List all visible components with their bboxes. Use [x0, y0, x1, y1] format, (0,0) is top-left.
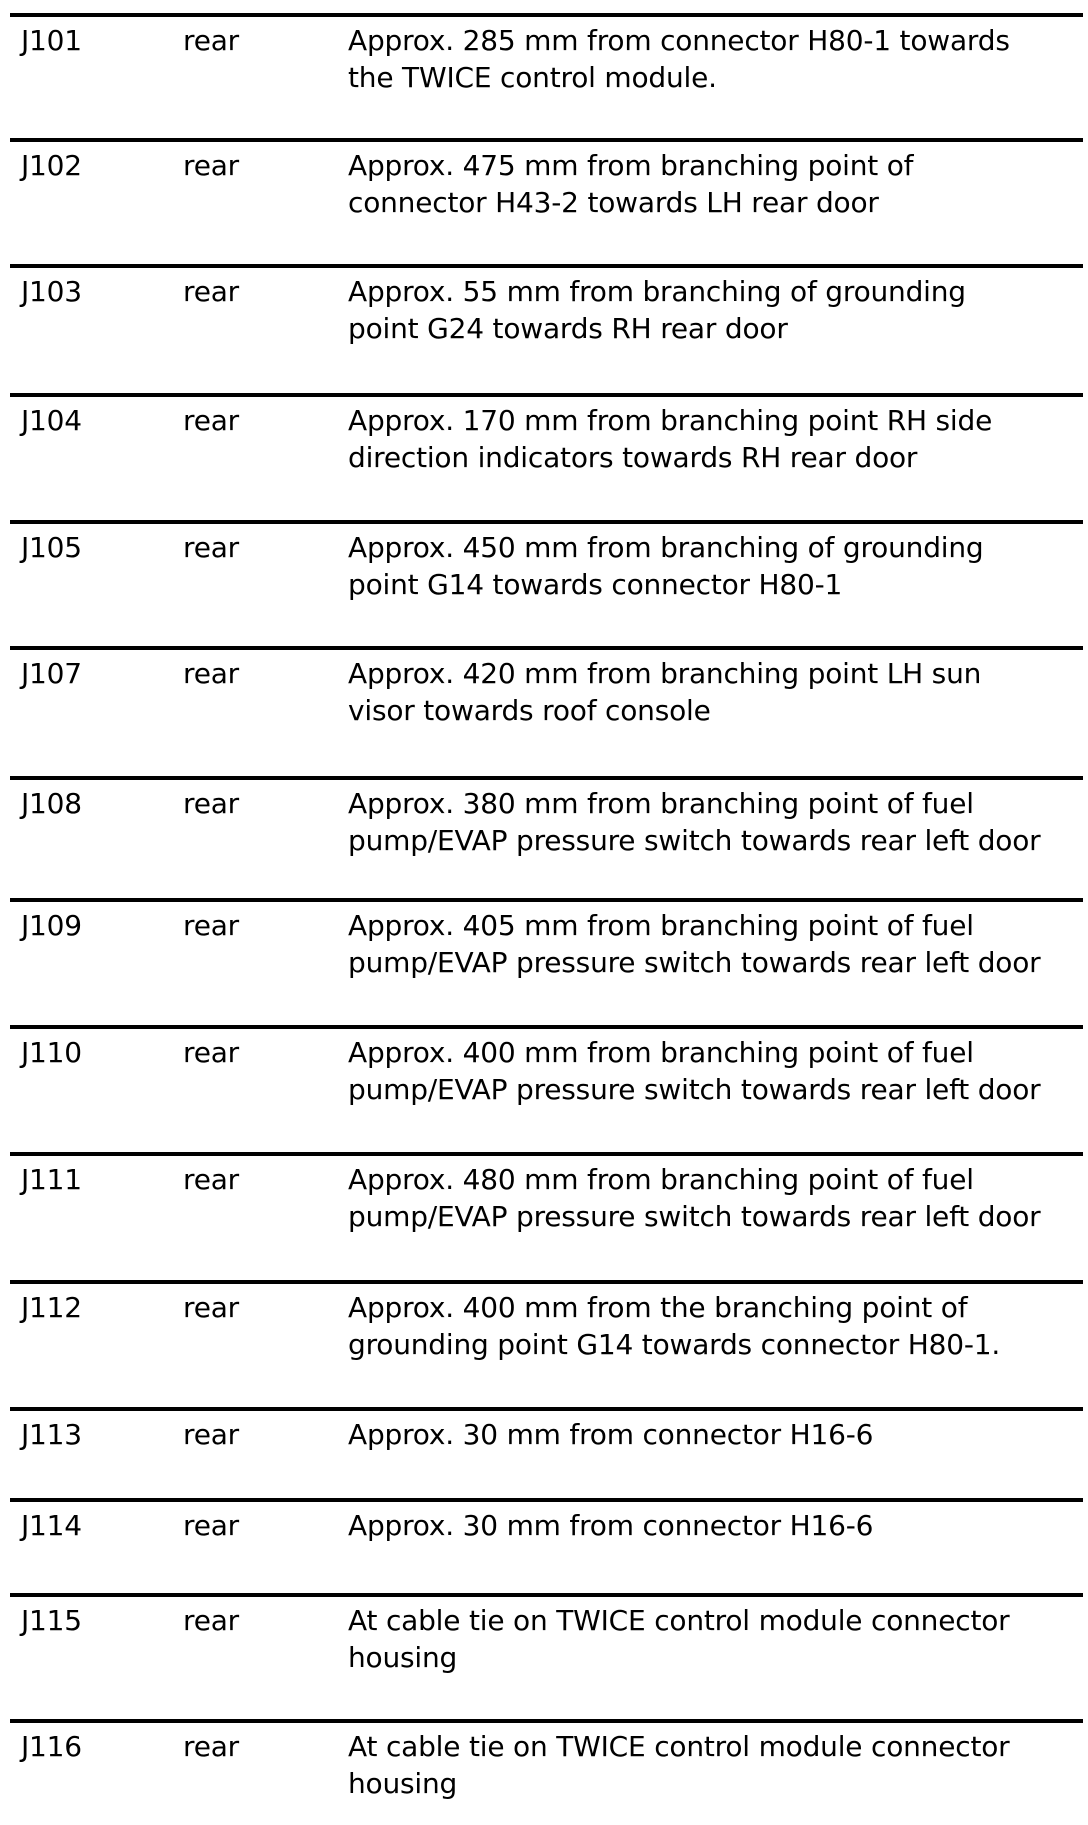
location-cell: rear	[183, 275, 239, 308]
description-line: connector H43-2 towards LH rear door	[348, 186, 879, 219]
description-line: Approx. 405 mm from branching point of f…	[348, 909, 974, 942]
description-line: Approx. 170 mm from branching point RH s…	[348, 404, 993, 437]
description-cell: Approx. 55 mm from branching of groundin…	[348, 273, 1081, 347]
description-cell: Approx. 405 mm from branching point of f…	[348, 907, 1081, 981]
description-line: housing	[348, 1767, 458, 1800]
description-line: point G14 towards connector H80-1	[348, 568, 843, 601]
junction-id-cell: J102	[21, 149, 82, 182]
description-cell: Approx. 420 mm from branching point LH s…	[348, 655, 1081, 729]
description-line: Approx. 400 mm from the branching point …	[348, 1291, 968, 1324]
location-cell: rear	[183, 787, 239, 820]
junction-id-cell: J108	[21, 787, 82, 820]
junction-id-cell: J103	[21, 275, 82, 308]
description-cell: Approx. 450 mm from branching of groundi…	[348, 529, 1081, 603]
description-line: grounding point G14 towards connector H8…	[348, 1328, 1001, 1361]
table-row: J109 rear Approx. 405 mm from branching …	[10, 898, 1083, 1025]
description-line: pump/EVAP pressure switch towards rear l…	[348, 824, 1041, 857]
junction-id-cell: J115	[21, 1604, 82, 1637]
table-row: J104 rear Approx. 170 mm from branching …	[10, 393, 1083, 520]
junction-id-cell: J104	[21, 404, 82, 437]
description-line: Approx. 285 mm from connector H80-1 towa…	[348, 24, 1010, 57]
table-row: J115 rear At cable tie on TWICE control …	[10, 1593, 1083, 1719]
table-row: J107 rear Approx. 420 mm from branching …	[10, 646, 1083, 776]
location-cell: rear	[183, 1036, 239, 1069]
description-line: pump/EVAP pressure switch towards rear l…	[348, 1073, 1041, 1106]
description-cell: Approx. 400 mm from the branching point …	[348, 1289, 1081, 1363]
table-row: J103 rear Approx. 55 mm from branching o…	[10, 264, 1083, 393]
junction-id-cell: J109	[21, 909, 82, 942]
description-cell: At cable tie on TWICE control module con…	[348, 1602, 1081, 1676]
description-line: At cable tie on TWICE control module con…	[348, 1604, 1010, 1637]
table-row: J114 rear Approx. 30 mm from connector H…	[10, 1498, 1083, 1593]
location-cell: rear	[183, 531, 239, 564]
description-line: Approx. 380 mm from branching point of f…	[348, 787, 974, 820]
location-cell: rear	[183, 1509, 239, 1542]
description-cell: Approx. 170 mm from branching point RH s…	[348, 402, 1081, 476]
location-cell: rear	[183, 1418, 239, 1451]
junction-id-cell: J113	[21, 1418, 82, 1451]
description-line: pump/EVAP pressure switch towards rear l…	[348, 1200, 1041, 1233]
table-row: J116 rear At cable tie on TWICE control …	[10, 1719, 1083, 1812]
location-cell: rear	[183, 149, 239, 182]
description-cell: At cable tie on TWICE control module con…	[348, 1728, 1081, 1802]
junction-id-cell: J114	[21, 1509, 82, 1542]
description-cell: Approx. 400 mm from branching point of f…	[348, 1034, 1081, 1108]
location-cell: rear	[183, 404, 239, 437]
description-line: point G24 towards RH rear door	[348, 312, 788, 345]
description-line: At cable tie on TWICE control module con…	[348, 1730, 1010, 1763]
junction-id-cell: J105	[21, 531, 82, 564]
location-cell: rear	[183, 1604, 239, 1637]
table-row: J101 rear Approx. 285 mm from connector …	[10, 13, 1083, 138]
description-line: Approx. 30 mm from connector H16-6	[348, 1509, 874, 1542]
location-cell: rear	[183, 24, 239, 57]
junction-id-cell: J101	[21, 24, 82, 57]
junction-id-cell: J112	[21, 1291, 82, 1324]
table-row: J111 rear Approx. 480 mm from branching …	[10, 1152, 1083, 1280]
description-line: Approx. 450 mm from branching of groundi…	[348, 531, 984, 564]
description-line: housing	[348, 1641, 458, 1674]
location-cell: rear	[183, 1730, 239, 1763]
description-cell: Approx. 30 mm from connector H16-6	[348, 1507, 1081, 1544]
description-line: pump/EVAP pressure switch towards rear l…	[348, 946, 1041, 979]
location-cell: rear	[183, 909, 239, 942]
location-cell: rear	[183, 1291, 239, 1324]
description-cell: Approx. 285 mm from connector H80-1 towa…	[348, 22, 1081, 96]
junction-id-cell: J111	[21, 1163, 82, 1196]
description-cell: Approx. 480 mm from branching point of f…	[348, 1161, 1081, 1235]
description-line: the TWICE control module.	[348, 61, 717, 94]
table-row: J108 rear Approx. 380 mm from branching …	[10, 776, 1083, 898]
document-page: { "page": { "background": "#ffffff", "te…	[0, 13, 1088, 1825]
description-line: Approx. 400 mm from branching point of f…	[348, 1036, 974, 1069]
description-line: Approx. 480 mm from branching point of f…	[348, 1163, 974, 1196]
description-line: Approx. 475 mm from branching point of	[348, 149, 914, 182]
junction-location-table: J101 rear Approx. 285 mm from connector …	[10, 13, 1083, 1812]
description-line: Approx. 420 mm from branching point LH s…	[348, 657, 982, 690]
table-row: J110 rear Approx. 400 mm from branching …	[10, 1025, 1083, 1152]
description-line: Approx. 30 mm from connector H16-6	[348, 1418, 874, 1451]
description-line: Approx. 55 mm from branching of groundin…	[348, 275, 966, 308]
location-cell: rear	[183, 1163, 239, 1196]
junction-id-cell: J110	[21, 1036, 82, 1069]
description-line: visor towards roof console	[348, 694, 711, 727]
description-line: direction indicators towards RH rear doo…	[348, 441, 918, 474]
description-cell: Approx. 380 mm from branching point of f…	[348, 785, 1081, 859]
location-cell: rear	[183, 657, 239, 690]
junction-id-cell: J107	[21, 657, 82, 690]
junction-id-cell: J116	[21, 1730, 82, 1763]
description-cell: Approx. 30 mm from connector H16-6	[348, 1416, 1081, 1453]
table-row: J112 rear Approx. 400 mm from the branch…	[10, 1280, 1083, 1407]
table-row: J105 rear Approx. 450 mm from branching …	[10, 520, 1083, 646]
description-cell: Approx. 475 mm from branching point of c…	[348, 147, 1081, 221]
table-row: J102 rear Approx. 475 mm from branching …	[10, 138, 1083, 264]
table-row: J113 rear Approx. 30 mm from connector H…	[10, 1407, 1083, 1498]
